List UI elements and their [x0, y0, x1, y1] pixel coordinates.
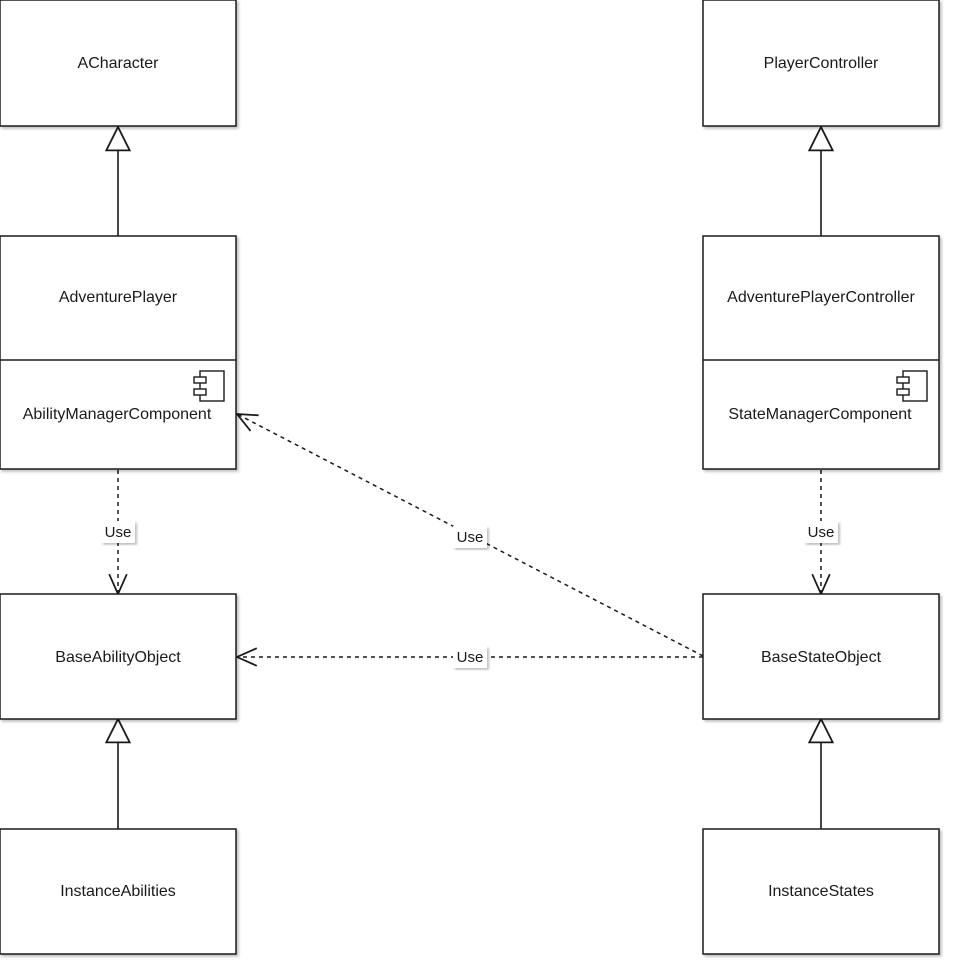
node-basestateobject[interactable]: BaseStateObject [702, 593, 940, 720]
edge-label-text: Use [808, 524, 835, 541]
node-label: AdventurePlayerController [727, 289, 915, 306]
node-label: InstanceStates [768, 883, 874, 900]
component-icon [193, 370, 225, 402]
edge-label-state-to-baseability: Use [453, 646, 487, 668]
edge-label-text: Use [105, 524, 132, 541]
component-label: StateManagerComponent [728, 406, 912, 423]
node-instancestates[interactable]: InstanceStates [702, 828, 940, 955]
node-label: AdventurePlayer [59, 289, 178, 306]
node-label: BaseAbilityObject [55, 649, 181, 666]
edge-label-text: Use [457, 649, 484, 666]
node-baseabilityobject[interactable]: BaseAbilityObject [0, 593, 237, 720]
edge-label-state-use: Use [804, 521, 838, 543]
node-label: InstanceAbilities [60, 883, 176, 900]
component-label: AbilityManagerComponent [23, 406, 212, 423]
node-adventureplayercontroller[interactable]: AdventurePlayerController StateManagerCo… [702, 235, 940, 470]
edge-label-ability-use: Use [101, 521, 135, 543]
component-icon [896, 370, 928, 402]
node-label: ACharacter [78, 55, 160, 72]
edge-label-state-to-abilitymanager: Use [453, 526, 487, 548]
node-label: PlayerController [764, 55, 879, 72]
node-adventureplayer[interactable]: AdventurePlayer AbilityManagerComponent [0, 235, 237, 470]
edge-label-text: Use [457, 529, 484, 546]
node-label: BaseStateObject [761, 649, 882, 666]
node-instanceabilities[interactable]: InstanceAbilities [0, 828, 237, 955]
node-playercontroller[interactable]: PlayerController [702, 0, 940, 127]
node-acharacter[interactable]: ACharacter [0, 0, 237, 127]
